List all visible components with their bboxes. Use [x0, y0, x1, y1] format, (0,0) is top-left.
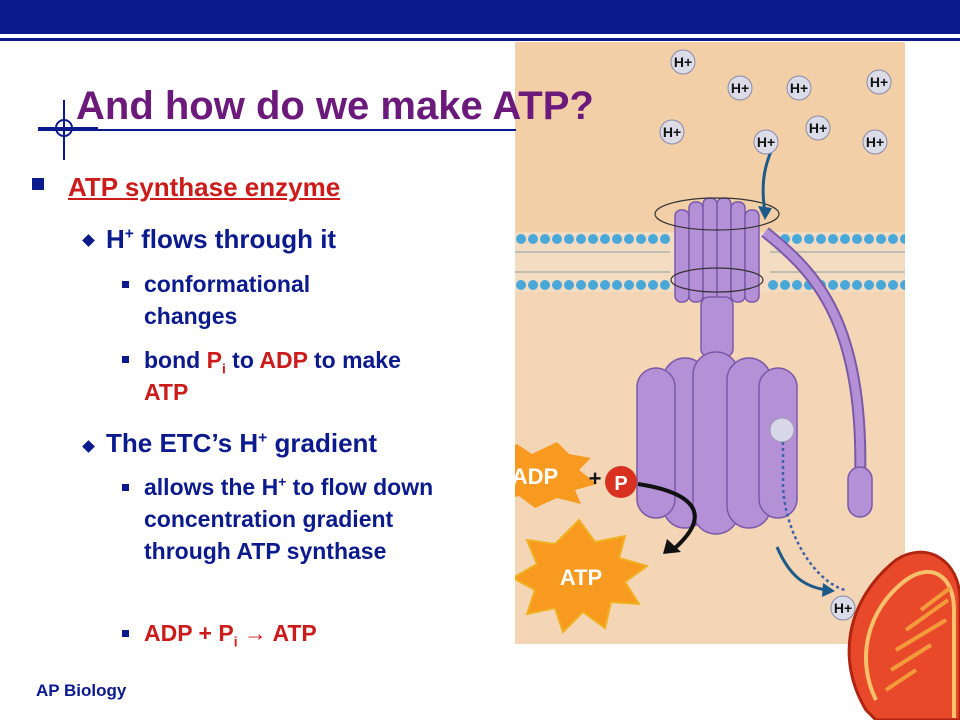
- bullet-h-flows: H+ flows through it: [106, 224, 337, 254]
- reaction-arrow: [637, 482, 697, 550]
- bullet-content: ATP synthase enzyme H+ flows through it …: [32, 172, 434, 650]
- central-stalk: [700, 296, 734, 358]
- h-ion-label: H+: [731, 80, 749, 96]
- h-ion-label: H+: [834, 600, 852, 616]
- rotor: [674, 197, 760, 303]
- stator-foot: [847, 466, 873, 518]
- bullet-small-square-icon: [122, 484, 129, 491]
- h-ion-label: H+: [809, 120, 827, 136]
- rotation-ring: [654, 197, 780, 231]
- bullet-atp-synthase: ATP synthase enzyme: [68, 172, 341, 202]
- adp-star: [515, 442, 597, 508]
- bullet-square-icon: [32, 178, 44, 190]
- bullet-small-square-icon: [122, 630, 129, 637]
- h-ion-bottom: [830, 595, 856, 621]
- title-underline: [38, 129, 516, 131]
- h-ion-label: H+: [866, 134, 884, 150]
- bullet-etc-gradient: The ETC’s H+ gradient: [106, 428, 378, 458]
- bullet-small-square-icon: [122, 281, 129, 288]
- rotation-ring-lower: [670, 267, 764, 293]
- page-title: And how do we make ATP?: [76, 84, 594, 128]
- atp-star: [515, 518, 650, 634]
- h-ions-top: [659, 49, 892, 155]
- h-ion-label: H+: [790, 80, 808, 96]
- h-exit-arrow: [775, 546, 828, 592]
- adp-label: ADP: [515, 464, 558, 489]
- h-ion-label: H+: [663, 124, 681, 140]
- footer-label: AP Biology: [36, 681, 127, 700]
- inner-h-ion: [769, 417, 795, 443]
- mitochondrion-icon: [847, 550, 960, 720]
- membrane-heads-top: [516, 234, 905, 244]
- atp-label: ATP: [560, 565, 602, 590]
- f1-head: [636, 351, 798, 535]
- bullet-equation: ADP + Pi → ATP: [144, 620, 317, 650]
- plus-sign: +: [589, 466, 602, 491]
- h-ion-label: H+: [757, 134, 775, 150]
- top-banner: [0, 0, 960, 34]
- bullet-allows: allows the H+ to flow down concentration…: [144, 474, 434, 564]
- bullet-diamond-icon: [82, 234, 95, 247]
- bullet-diamond-icon: [82, 440, 95, 453]
- atp-synthase-figure: H+ H+ H+ H+ H+ H+ H+ H+ H+ ADP + P ATP: [515, 42, 905, 644]
- phosphate-label: P: [614, 473, 627, 495]
- bullet-small-square-icon: [122, 356, 129, 363]
- phosphate-circle: [605, 466, 637, 498]
- h-ion-label: H+: [870, 74, 888, 90]
- top-banner-stripe: [0, 38, 960, 41]
- bullet-bond: bond Pi to ADP to make ATP: [144, 347, 401, 405]
- bullet-conformational: conformational changes: [144, 271, 311, 329]
- h-ion-label: H+: [674, 54, 692, 70]
